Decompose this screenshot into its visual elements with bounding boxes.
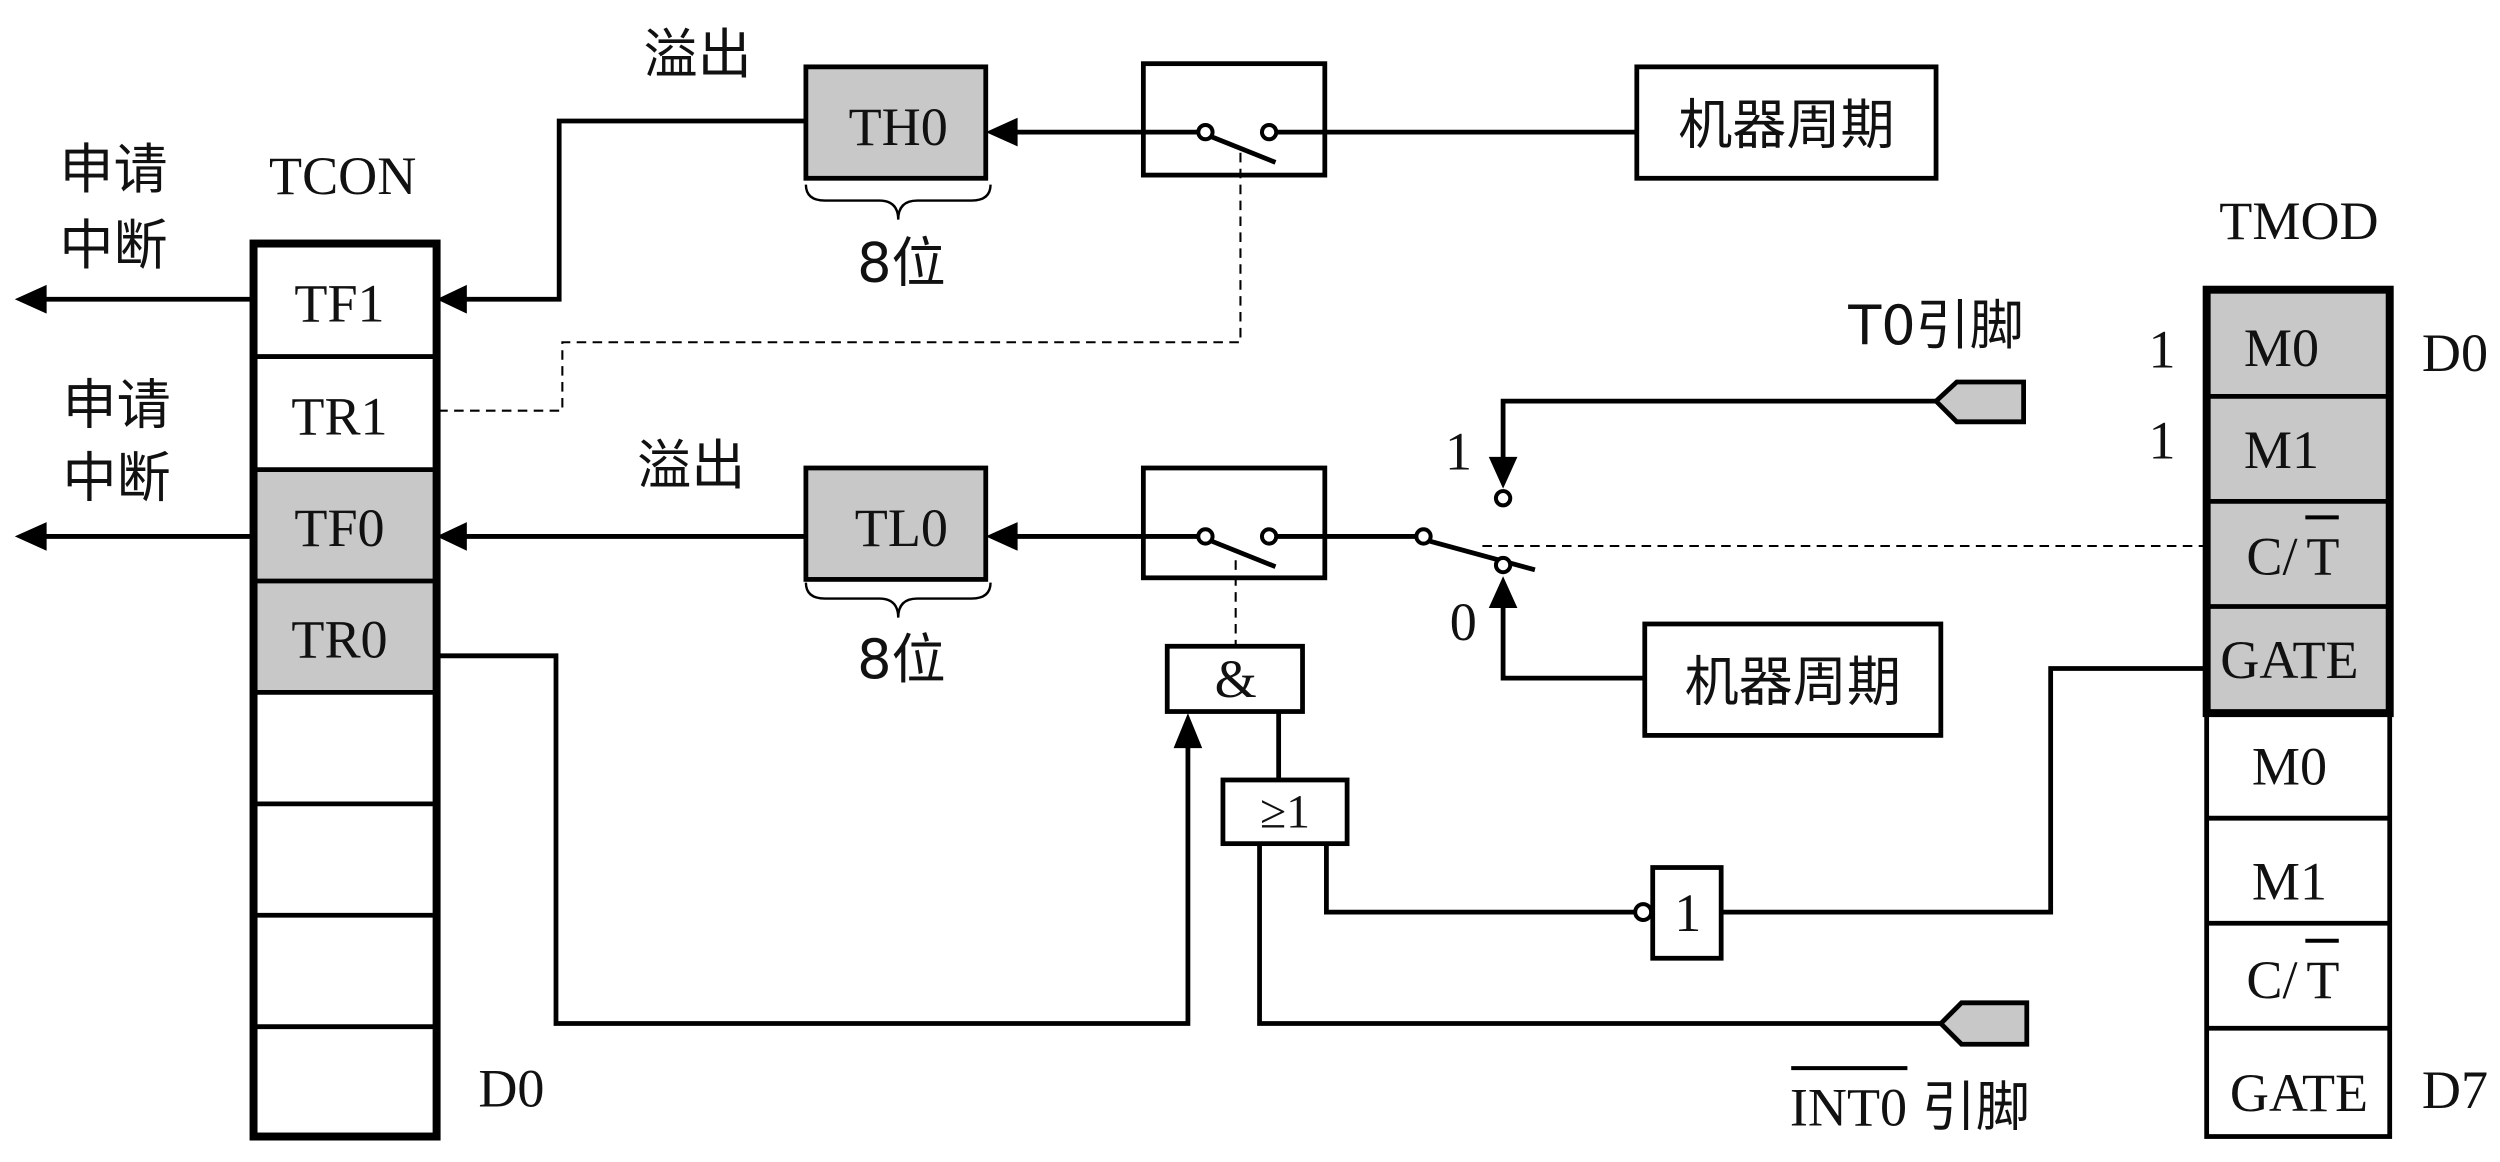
selector-0-label: 0 bbox=[1450, 592, 1477, 652]
tl0-label: TL0 bbox=[855, 498, 948, 558]
machine-cycle-top bbox=[1634, 64, 1939, 181]
interrupt-request-label: 中断 bbox=[63, 447, 171, 510]
int0-pin-icon bbox=[1937, 1000, 2030, 1047]
machine-cycle-label: 机器周期 bbox=[1685, 650, 1901, 713]
bit-width-label: 8位 bbox=[857, 628, 946, 691]
selector-1-label: 1 bbox=[1445, 422, 1472, 482]
tmod-bit-gate: GATE bbox=[2230, 1063, 2368, 1123]
tmod-register: M0 M1 C/ T GATE M0 M1 C/ T GATE bbox=[2202, 285, 2394, 1139]
tmod-bit-m1: M1 bbox=[2244, 420, 2319, 480]
overflow-label: 溢出 bbox=[644, 23, 752, 86]
tcon-bit-tf0: TF0 bbox=[294, 498, 384, 558]
not-gate-label: 1 bbox=[1674, 883, 1701, 943]
tmod-bit-ct-t: T bbox=[2306, 950, 2339, 1010]
tmod-bit-m0: M0 bbox=[2252, 737, 2327, 797]
switch-tl0 bbox=[1140, 465, 1328, 581]
and-gate bbox=[1164, 643, 1305, 714]
tcon-label: TCON bbox=[269, 146, 416, 206]
or-gate bbox=[1220, 777, 1350, 847]
tcon-bit-tr1: TR1 bbox=[291, 387, 387, 447]
arrow-left-icon bbox=[14, 522, 47, 551]
and-gate-label: & bbox=[1215, 649, 1257, 709]
arrow-down-icon bbox=[1488, 456, 1518, 489]
arrow-left-icon bbox=[985, 522, 1018, 551]
tl0-register bbox=[803, 465, 989, 582]
tmod-bit-ct-t: T bbox=[2306, 527, 2339, 587]
arrow-left-icon bbox=[985, 117, 1018, 147]
selector-contact-0 bbox=[1493, 555, 1513, 575]
tcon-d0-label: D0 bbox=[478, 1058, 544, 1118]
tmod-label: TMOD bbox=[2219, 191, 2378, 251]
tmod-bit-ct: C/ bbox=[2246, 950, 2298, 1010]
inverter-bubble bbox=[1633, 902, 1654, 923]
t0-pin-icon bbox=[1932, 379, 2026, 425]
arrow-left-icon bbox=[436, 522, 467, 551]
arrow-up-icon bbox=[1173, 713, 1203, 749]
not-gate bbox=[1650, 865, 1724, 961]
tcon-bit-tf1: TF1 bbox=[294, 274, 384, 334]
overflow-label: 溢出 bbox=[637, 434, 745, 497]
selector-contact-1 bbox=[1493, 489, 1513, 508]
tmod-bit-ct: C/ bbox=[2246, 527, 2298, 587]
interrupt-request-label: 申请 bbox=[59, 138, 167, 201]
bit-width-label: 8位 bbox=[857, 232, 946, 295]
tcon-bit-tr0: TR0 bbox=[291, 609, 387, 669]
interrupt-request-label: 申请 bbox=[63, 373, 171, 436]
machine-cycle-bottom bbox=[1642, 621, 1944, 738]
interrupt-request-label: 中断 bbox=[59, 214, 167, 277]
th0-label: TH0 bbox=[849, 97, 948, 157]
tmod-d0-label: D0 bbox=[2422, 323, 2488, 383]
int0-pin-label: INT0 bbox=[1790, 1077, 1907, 1137]
tcon-register: TF1 TR1 TF0 TR0 bbox=[249, 239, 441, 1141]
tmod-bit-gate: GATE bbox=[2220, 630, 2358, 690]
arrow-left-icon bbox=[14, 284, 47, 314]
arrow-up-icon bbox=[1488, 576, 1518, 609]
or-gate-label: ≥1 bbox=[1260, 786, 1310, 839]
brace-icon bbox=[804, 582, 992, 618]
switch-th0 bbox=[1140, 61, 1328, 178]
brace-icon bbox=[804, 184, 992, 220]
tmod-bit-m1: M1 bbox=[2252, 851, 2327, 911]
t0-pin-label: T0引脚 bbox=[1847, 294, 2024, 357]
machine-cycle-label: 机器周期 bbox=[1678, 93, 1894, 156]
tmod-bit-m0: M0 bbox=[2244, 318, 2319, 378]
m1-value: 1 bbox=[2149, 410, 2176, 470]
tmod-d7-label: D7 bbox=[2422, 1060, 2488, 1120]
m0-value: 1 bbox=[2149, 320, 2176, 380]
int0-pin-suffix: 引脚 bbox=[1922, 1075, 2030, 1138]
arrow-left-icon bbox=[436, 284, 467, 314]
